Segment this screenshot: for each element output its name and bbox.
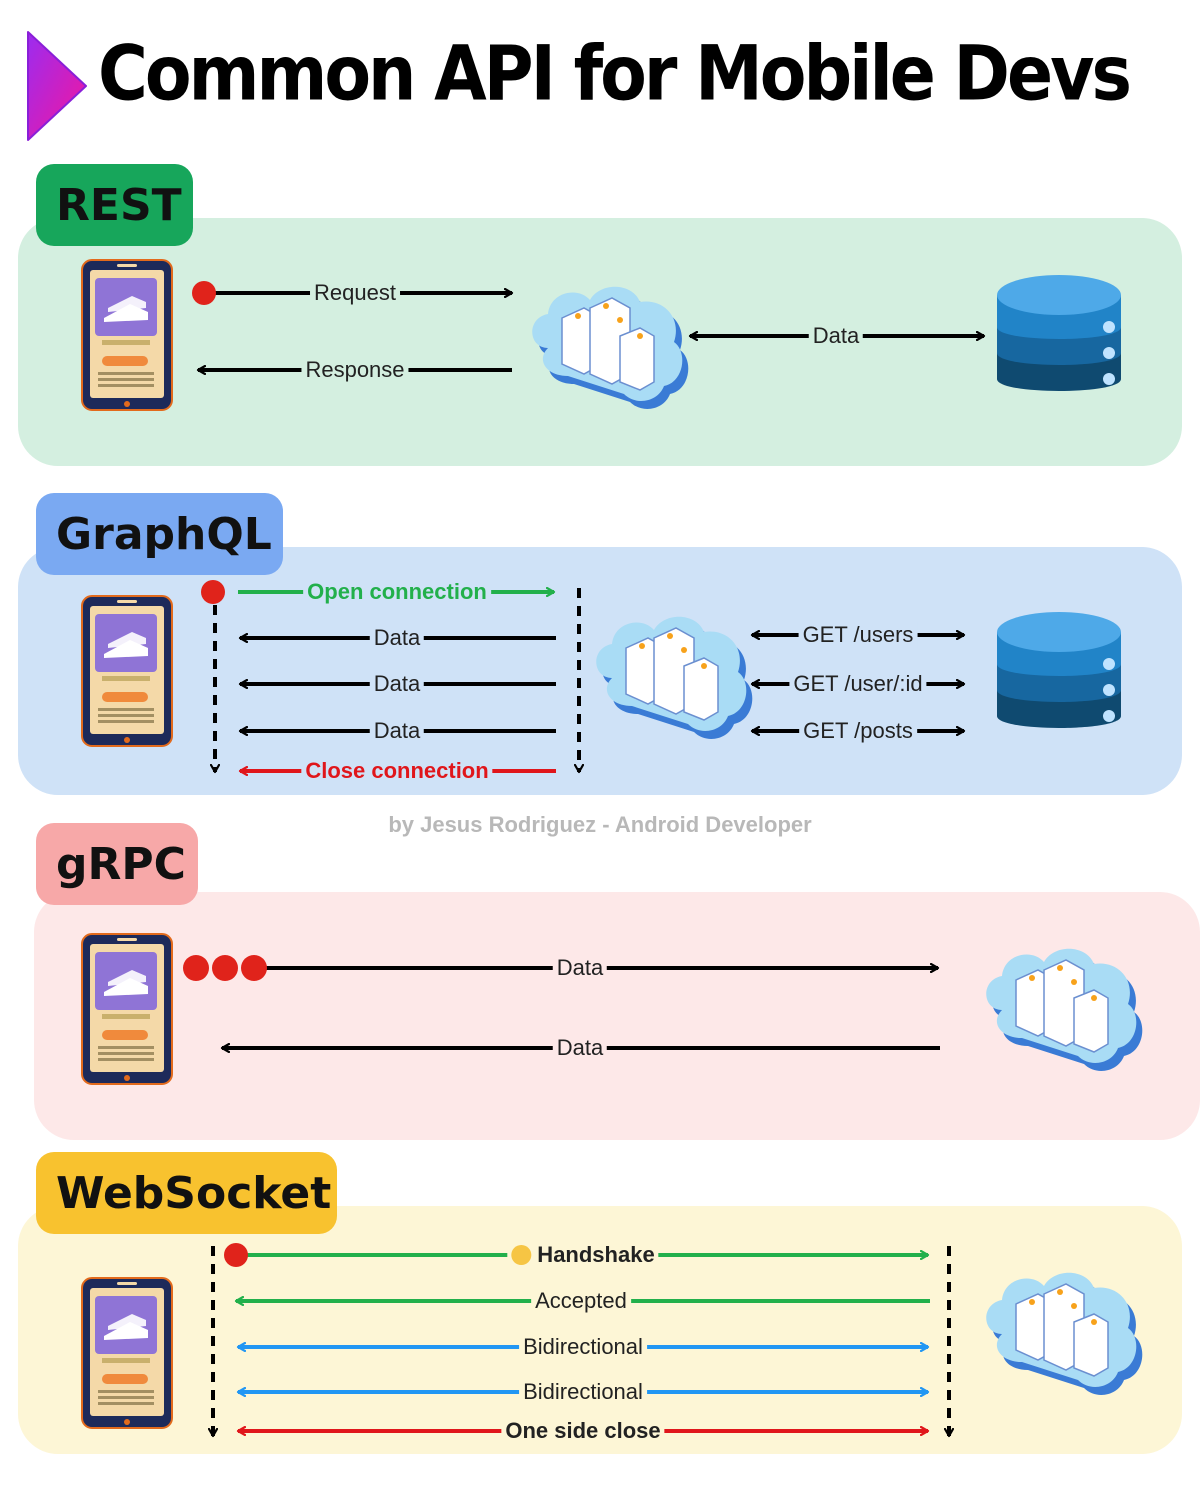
page-title: Common API for Mobile Devs: [98, 30, 1132, 119]
grpc-data-out-label: Data: [552, 955, 608, 981]
wave-hand-icon: [511, 1245, 532, 1265]
graphql-badge-label: GraphQL: [56, 508, 272, 560]
handshake-dot: [224, 1243, 248, 1267]
play-logo-icon: [27, 31, 87, 141]
handshake-label: Handshake: [507, 1242, 659, 1268]
grpc-badge-label: gRPC: [56, 838, 186, 890]
grpc-data-in-label: Data: [552, 1035, 608, 1061]
graphql-data-label: Data: [369, 718, 425, 744]
stream-dot: [241, 955, 267, 981]
response-label: Response: [301, 357, 409, 383]
request-dot: [192, 281, 216, 305]
rest-data-label: Data: [808, 323, 864, 349]
handshake-text: Handshake: [537, 1242, 655, 1267]
open-dot: [201, 580, 225, 604]
open-connection-label: Open connection: [303, 579, 491, 605]
graphql-badge: GraphQL: [36, 493, 283, 575]
websocket-badge: WebSocket: [36, 1152, 337, 1234]
get-users-label: GET /users: [798, 622, 918, 648]
get-user-id-label: GET /user/:id: [789, 671, 927, 697]
request-label: Request: [310, 280, 400, 306]
stream-dot: [183, 955, 209, 981]
bidirectional-label: Bidirectional: [519, 1379, 647, 1405]
rest-badge-label: REST: [56, 179, 182, 231]
graphql-data-label: Data: [369, 671, 425, 697]
stream-dot: [212, 955, 238, 981]
grpc-badge: gRPC: [36, 823, 198, 905]
bidirectional-label: Bidirectional: [519, 1334, 647, 1360]
accepted-label: Accepted: [531, 1288, 631, 1314]
close-connection-label: Close connection: [301, 758, 493, 784]
graphql-data-label: Data: [369, 625, 425, 651]
rest-badge: REST: [36, 164, 193, 246]
websocket-badge-label: WebSocket: [56, 1167, 332, 1219]
credit-text: by Jesus Rodriguez - Android Developer: [388, 812, 812, 837]
get-posts-label: GET /posts: [799, 718, 917, 744]
one-side-close-label: One side close: [501, 1418, 665, 1444]
